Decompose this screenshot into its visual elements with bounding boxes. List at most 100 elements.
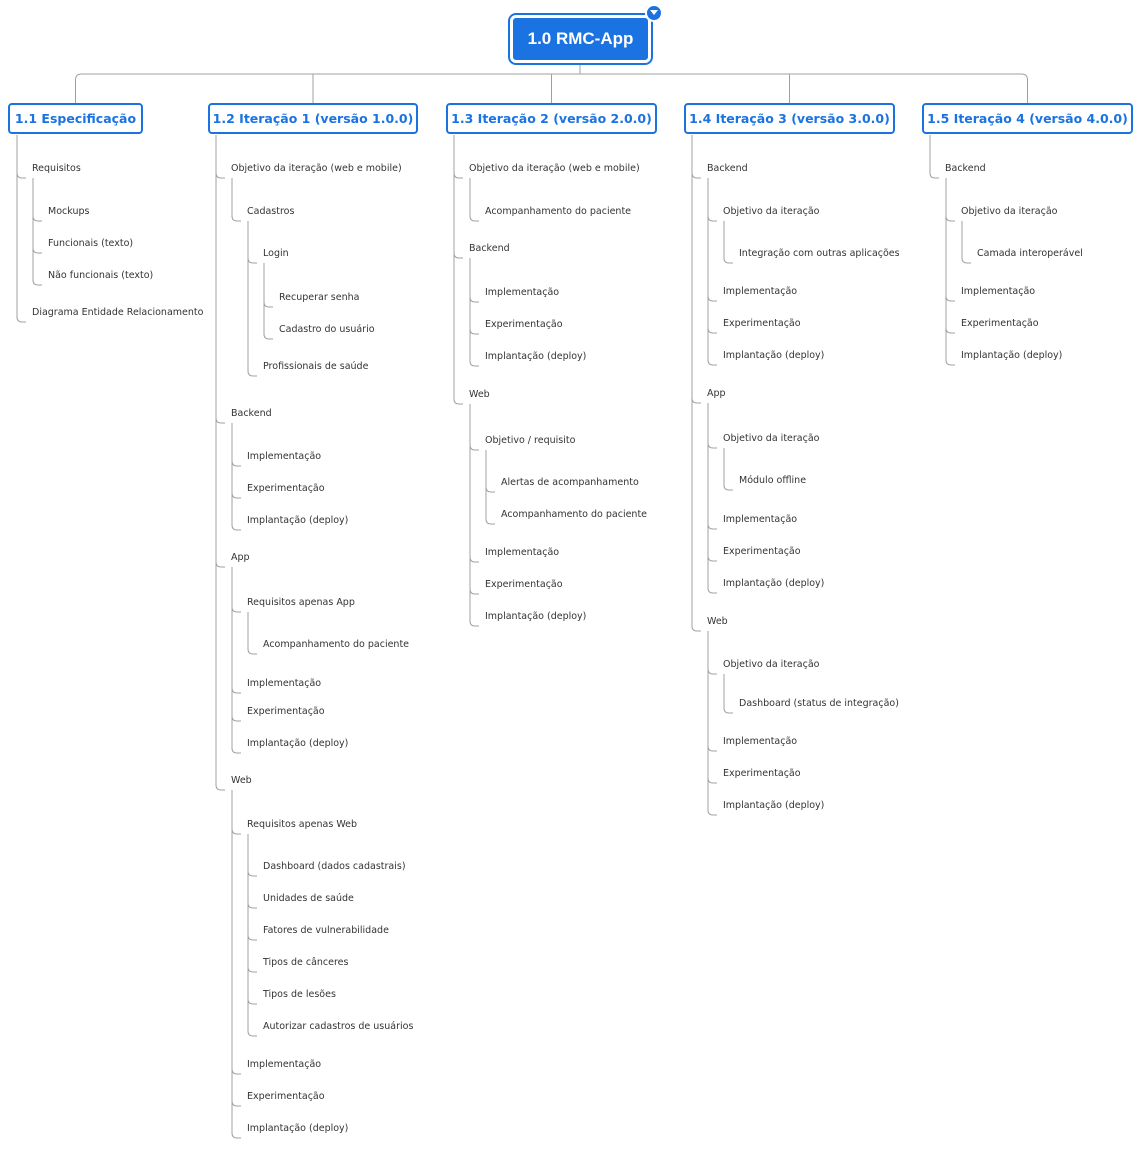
topic-node[interactable]: Experimentação bbox=[723, 768, 801, 779]
topic-node[interactable]: Objetivo da iteração (web e mobile) bbox=[231, 163, 402, 174]
topic-node[interactable]: Web bbox=[707, 616, 728, 627]
topic-node[interactable]: Alertas de acompanhamento bbox=[501, 477, 639, 488]
connector-line bbox=[247, 258, 257, 377]
branch-topic[interactable]: 1.3 Iteração 2 (versão 2.0.0) bbox=[446, 103, 657, 134]
topic-node[interactable]: Experimentação bbox=[485, 319, 563, 330]
topic-node[interactable]: Objetivo da iteração bbox=[723, 433, 820, 444]
connector-line bbox=[707, 296, 717, 334]
topic-node[interactable]: Implantação (deploy) bbox=[723, 578, 825, 589]
topic-node[interactable]: Implementação bbox=[961, 286, 1036, 297]
topic-node[interactable]: Dashboard (dados cadastrais) bbox=[263, 861, 406, 872]
topic-node[interactable]: App bbox=[231, 552, 250, 563]
topic-node[interactable]: Implantação (deploy) bbox=[485, 611, 587, 622]
topic-node[interactable]: Mockups bbox=[48, 206, 90, 217]
connector-line bbox=[247, 935, 257, 973]
topic-node[interactable]: Camada interoperável bbox=[977, 248, 1083, 259]
connector-line bbox=[723, 448, 733, 491]
connector-line bbox=[929, 135, 939, 179]
topic-node[interactable]: Módulo offline bbox=[739, 475, 807, 486]
topic-node[interactable]: Implementação bbox=[485, 287, 560, 298]
topic-node[interactable]: Requisitos bbox=[32, 163, 81, 174]
topic-node[interactable]: Objetivo da iteração bbox=[723, 659, 820, 670]
connector-line bbox=[707, 631, 717, 675]
topic-node[interactable]: Backend bbox=[945, 163, 986, 174]
topic-node[interactable]: Implantação (deploy) bbox=[723, 800, 825, 811]
connector-line bbox=[453, 135, 463, 179]
connector-line bbox=[32, 178, 42, 222]
topic-node[interactable]: Implementação bbox=[723, 514, 798, 525]
topic-node[interactable]: Funcionais (texto) bbox=[48, 238, 134, 249]
connector-line bbox=[945, 296, 955, 334]
topic-node[interactable]: Objetivo da iteração bbox=[723, 206, 820, 217]
connector-line bbox=[215, 173, 225, 424]
topic-node[interactable]: Acompanhamento do paciente bbox=[263, 639, 410, 650]
topic-node[interactable]: Experimentação bbox=[723, 546, 801, 557]
topic-node[interactable]: Objetivo da iteração bbox=[961, 206, 1058, 217]
topic-node[interactable]: Implementação bbox=[247, 678, 322, 689]
branch-topic[interactable]: 1.1 Especificação bbox=[8, 103, 143, 134]
connector-line bbox=[231, 790, 241, 835]
topic-node[interactable]: Backend bbox=[469, 243, 510, 254]
topic-node[interactable]: Cadastros bbox=[247, 206, 295, 217]
topic-node[interactable]: App bbox=[707, 388, 726, 399]
branch-topic[interactable]: 1.2 Iteração 1 (versão 1.0.0) bbox=[208, 103, 418, 134]
topic-node[interactable]: Implementação bbox=[247, 1059, 322, 1070]
topic-node[interactable]: Implantação (deploy) bbox=[247, 738, 349, 749]
topic-node[interactable]: Tipos de lesões bbox=[263, 989, 336, 1000]
topic-node[interactable]: Autorizar cadastros de usuários bbox=[263, 1021, 414, 1032]
connector-line bbox=[945, 216, 955, 302]
topic-node[interactable]: Objetivo da iteração (web e mobile) bbox=[469, 163, 640, 174]
connector-line bbox=[691, 173, 701, 404]
branch-topic[interactable]: 1.4 Iteração 3 (versão 3.0.0) bbox=[684, 103, 895, 134]
topic-node[interactable]: Tipos de cânceres bbox=[263, 957, 349, 968]
connector-line bbox=[215, 562, 225, 791]
topic-node[interactable]: Experimentação bbox=[723, 318, 801, 329]
topic-node[interactable]: Integração com outras aplicações bbox=[739, 248, 900, 259]
connector-line bbox=[247, 612, 257, 655]
chevron-down-icon[interactable] bbox=[645, 4, 663, 22]
topic-node[interactable]: Backend bbox=[707, 163, 748, 174]
topic-node[interactable]: Requisitos apenas Web bbox=[247, 819, 358, 830]
topic-node[interactable]: Backend bbox=[231, 408, 272, 419]
topic-node[interactable]: Implantação (deploy) bbox=[723, 350, 825, 361]
topic-node[interactable]: Implantação (deploy) bbox=[247, 515, 349, 526]
topic-node[interactable]: Implementação bbox=[723, 736, 798, 747]
topic-node[interactable]: Unidades de saúde bbox=[263, 893, 354, 904]
topic-node[interactable]: Login bbox=[263, 248, 289, 259]
topic-node[interactable]: Diagrama Entidade Relacionamento bbox=[32, 307, 204, 318]
topic-node[interactable]: Implementação bbox=[723, 286, 798, 297]
connector-line bbox=[469, 404, 479, 451]
topic-node[interactable]: Recuperar senha bbox=[279, 292, 360, 303]
topic-node[interactable]: Implantação (deploy) bbox=[961, 350, 1063, 361]
topic-node[interactable]: Implantação (deploy) bbox=[485, 351, 587, 362]
topic-node[interactable]: Profissionais de saúde bbox=[263, 361, 369, 372]
connector-line bbox=[231, 461, 241, 499]
topic-node[interactable]: Web bbox=[231, 775, 252, 786]
topic-node[interactable]: Implementação bbox=[485, 547, 560, 558]
topic-node[interactable]: Experimentação bbox=[485, 579, 563, 590]
topic-node[interactable]: Cadastro do usuário bbox=[279, 324, 375, 335]
topic-node[interactable]: Experimentação bbox=[961, 318, 1039, 329]
topic-node[interactable]: Requisitos apenas App bbox=[247, 597, 355, 608]
topic-node[interactable]: Implantação (deploy) bbox=[247, 1123, 349, 1134]
topic-node[interactable]: Experimentação bbox=[247, 706, 325, 717]
connector-line bbox=[231, 829, 241, 1075]
topic-node[interactable]: Experimentação bbox=[247, 1091, 325, 1102]
connector-line bbox=[215, 135, 225, 179]
root-topic[interactable]: 1.0 RMC-App bbox=[510, 15, 651, 63]
connector-line bbox=[469, 445, 479, 563]
topic-node[interactable]: Não funcionais (texto) bbox=[48, 270, 154, 281]
topic-node[interactable]: Objetivo / requisito bbox=[485, 435, 576, 446]
topic-node[interactable]: Implementação bbox=[247, 451, 322, 462]
topic-node[interactable]: Dashboard (status de integração) bbox=[739, 698, 899, 709]
topic-node[interactable]: Acompanhamento do paciente bbox=[501, 509, 648, 520]
connector-line bbox=[707, 746, 717, 784]
topic-node[interactable]: Acompanhamento do paciente bbox=[485, 206, 632, 217]
connector-line bbox=[469, 297, 479, 335]
topic-node[interactable]: Experimentação bbox=[247, 483, 325, 494]
topic-node[interactable]: Web bbox=[469, 389, 490, 400]
topic-node[interactable]: Fatores de vulnerabilidade bbox=[263, 925, 389, 936]
connector-line bbox=[707, 778, 717, 816]
branch-topic[interactable]: 1.5 Iteração 4 (versão 4.0.0) bbox=[922, 103, 1133, 134]
